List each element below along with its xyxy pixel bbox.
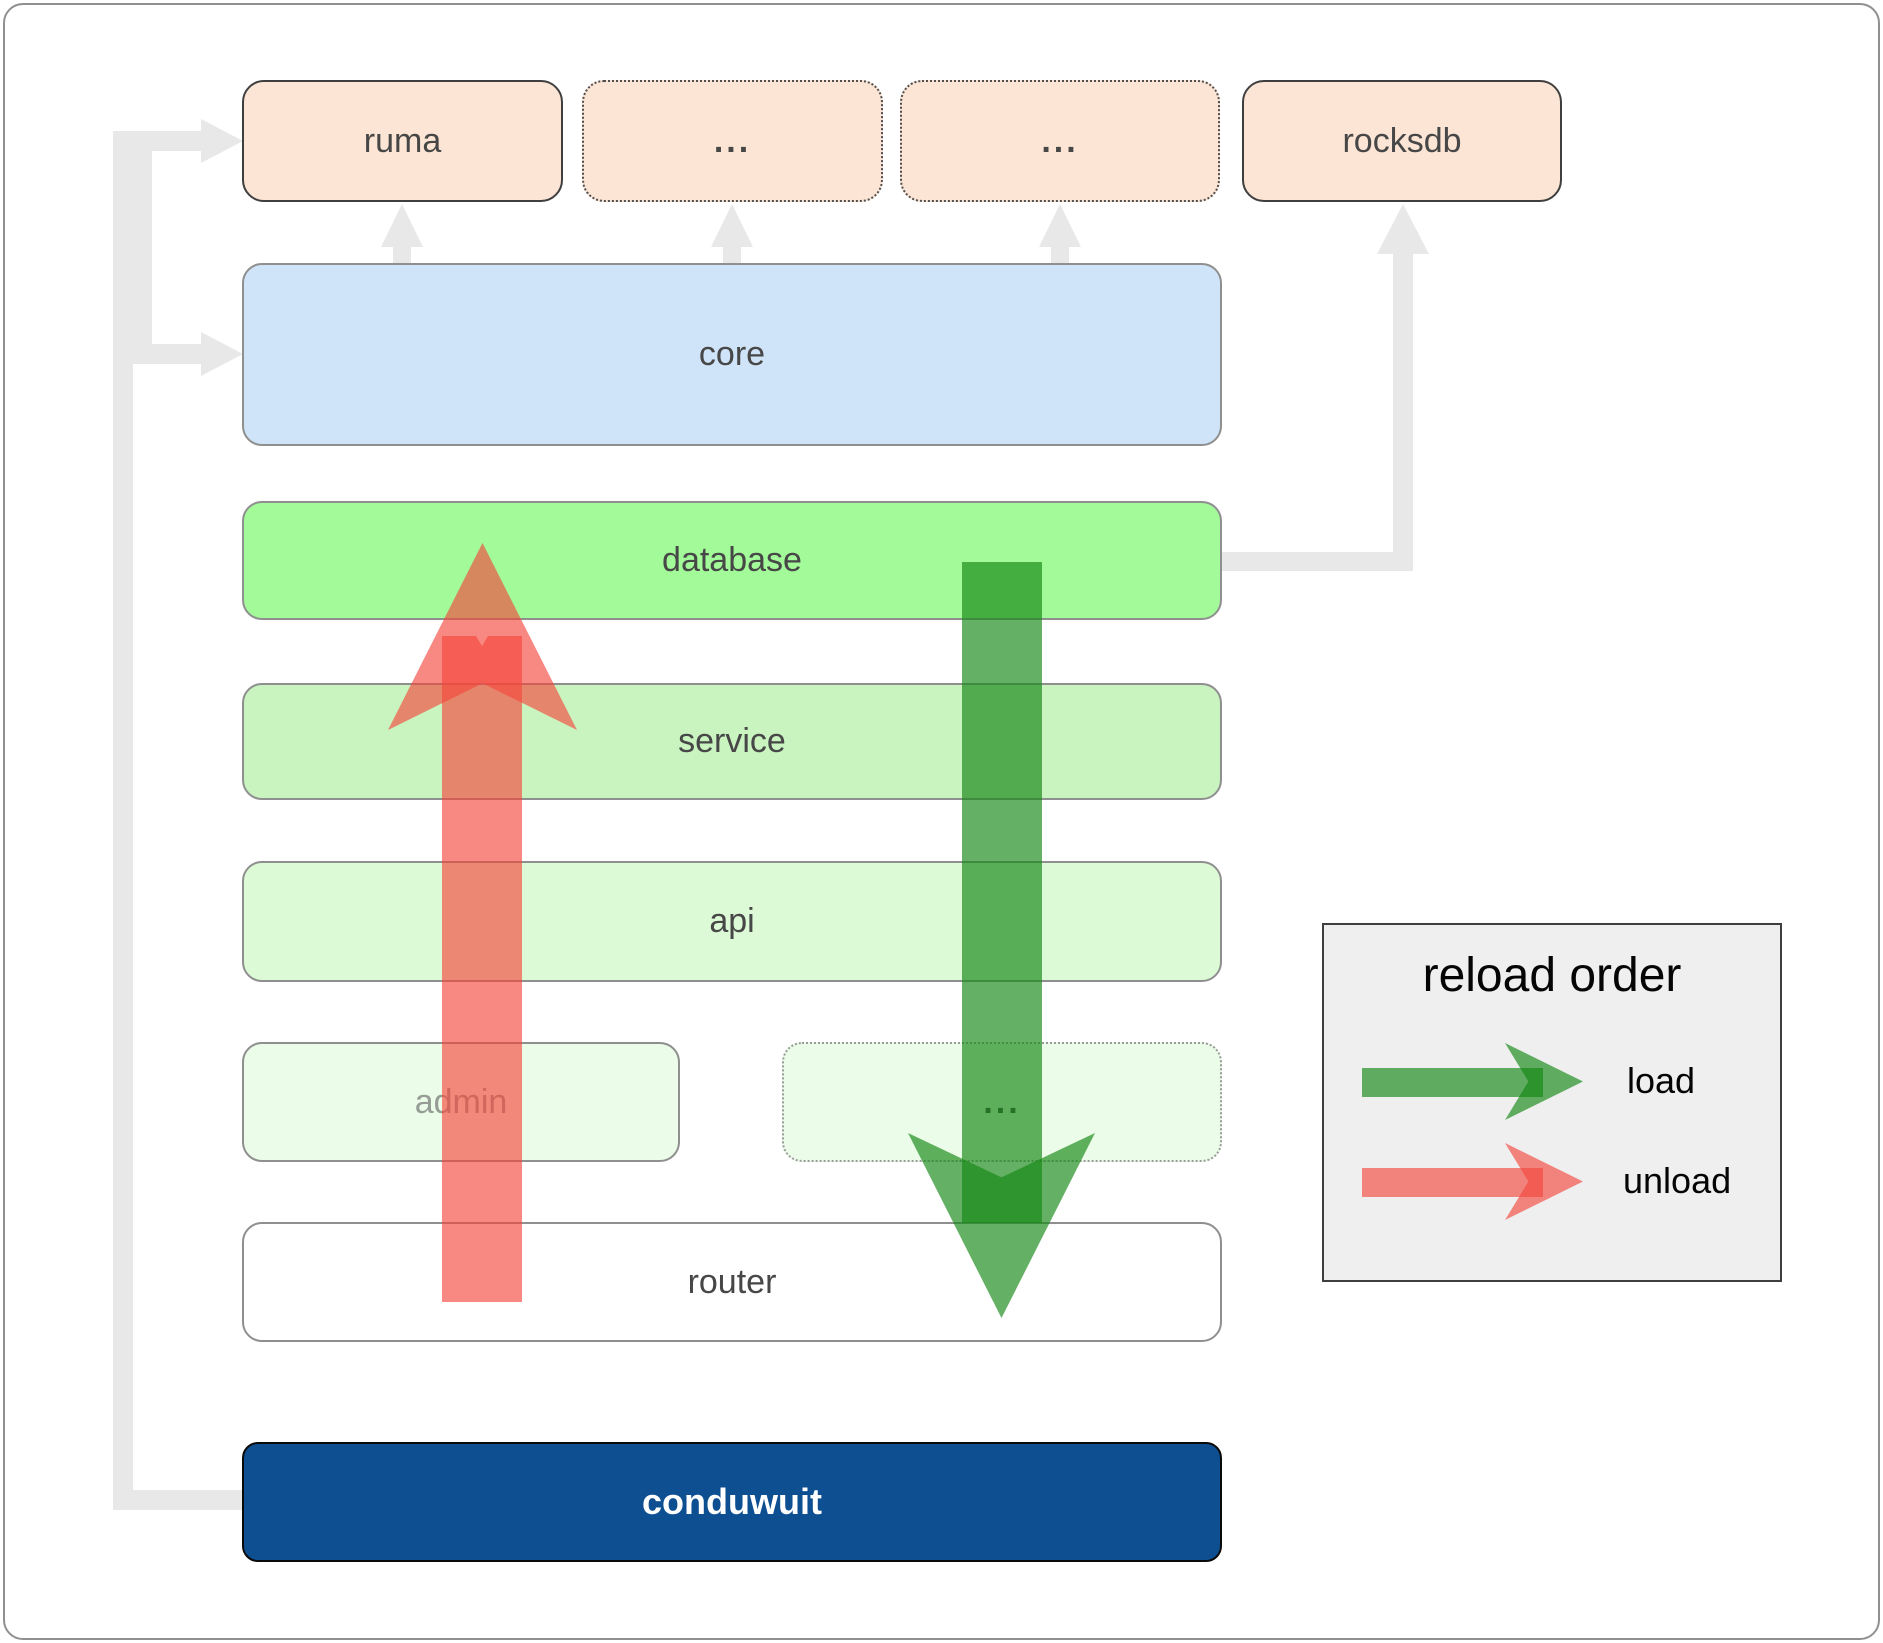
box-top-ellipsis-1-label: ... [713,121,752,160]
box-conduwuit-label: conduwuit [642,1481,822,1522]
legend-load-shaft [1362,1068,1543,1097]
box-router-label: router [687,1262,777,1301]
box-top-ellipsis-2: ... [900,80,1220,202]
box-rocksdb-label: rocksdb [1342,121,1462,160]
connector-db-vertical [1393,253,1413,571]
box-database-label: database [662,541,802,579]
connector-core-segment [133,344,202,364]
box-ruma: ruma [242,80,563,202]
connector-spine [113,131,133,1510]
box-top-ellipsis-2-label: ... [1041,121,1079,160]
small-arrow-shaft [1051,246,1069,264]
box-database: database [242,501,1222,620]
connector-bottom-segment [113,1490,244,1510]
connector-ruma-segment [113,131,202,151]
box-core: core [242,263,1222,446]
outer-frame [3,3,1880,1640]
box-core-label: core [698,335,766,373]
small-arrow-shaft [723,246,741,264]
load-arrow-shaft [962,562,1042,1223]
unload-arrow-shaft [442,636,522,1302]
box-ruma-label: ruma [363,121,442,160]
legend-title: reload order [1422,949,1682,1002]
connector-db-horizontal [1220,552,1413,571]
connector-core-stub [133,151,152,364]
box-service-label: service [678,722,786,760]
legend [1322,923,1782,1282]
legend-unload-label: unload [1623,1160,1732,1201]
box-api: api [242,861,1222,982]
box-conduwuit: conduwuit [242,1442,1222,1562]
box-top-ellipsis-1: ... [582,80,883,202]
box-router: router [242,1222,1222,1342]
box-api-label: api [709,902,755,940]
small-arrow-shaft [393,246,411,264]
legend-unload-shaft [1362,1168,1543,1197]
legend-load-label: load [1627,1060,1696,1101]
box-service: service [242,683,1222,800]
box-rocksdb: rocksdb [1242,80,1562,202]
